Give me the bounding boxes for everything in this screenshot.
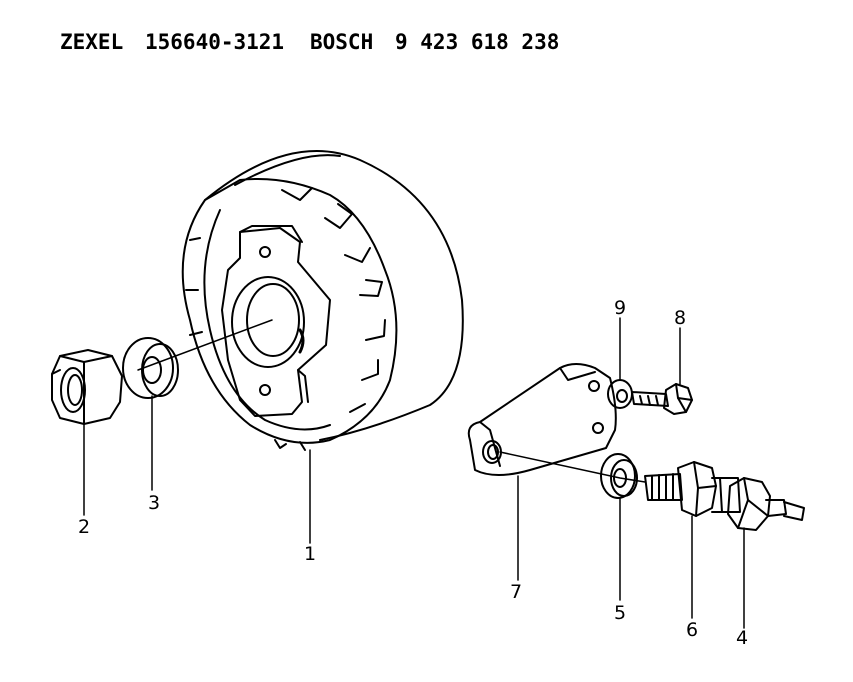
sensor-axis-line	[499, 451, 646, 483]
bracket-part-7	[467, 363, 617, 476]
callout-3: 3	[148, 492, 160, 514]
callout-6: 6	[686, 619, 698, 641]
housing-part-1	[181, 150, 464, 451]
locknut-part-4	[727, 477, 805, 531]
sensor-part-6	[644, 461, 741, 517]
callout-4: 4	[736, 627, 748, 649]
callout-8: 8	[674, 307, 686, 329]
bolt-part-8	[631, 383, 693, 415]
callout-labels: 1 2 3 4 5 6 7 8 9	[78, 297, 748, 649]
callout-5: 5	[614, 602, 626, 624]
small-washer-part-9	[607, 379, 633, 409]
sealing-washer-part-5	[600, 453, 638, 499]
callout-9: 9	[614, 297, 626, 319]
oem-part-number: 9 423 618 238	[395, 30, 560, 54]
callout-7: 7	[510, 581, 522, 603]
maker-name: ZEXEL	[60, 30, 124, 54]
washer-part-3	[122, 337, 179, 399]
stud-axis-line	[137, 319, 273, 371]
callout-2: 2	[78, 516, 90, 538]
nut-part-2	[51, 349, 123, 425]
leader-lines	[83, 317, 745, 629]
maker-part-number: 156640-3121	[145, 30, 285, 54]
callout-1: 1	[304, 543, 316, 565]
part-number-header: ZEXEL 156640-3121 BOSCH 9 423 618 238	[60, 30, 559, 60]
oem-name: BOSCH	[310, 30, 374, 54]
